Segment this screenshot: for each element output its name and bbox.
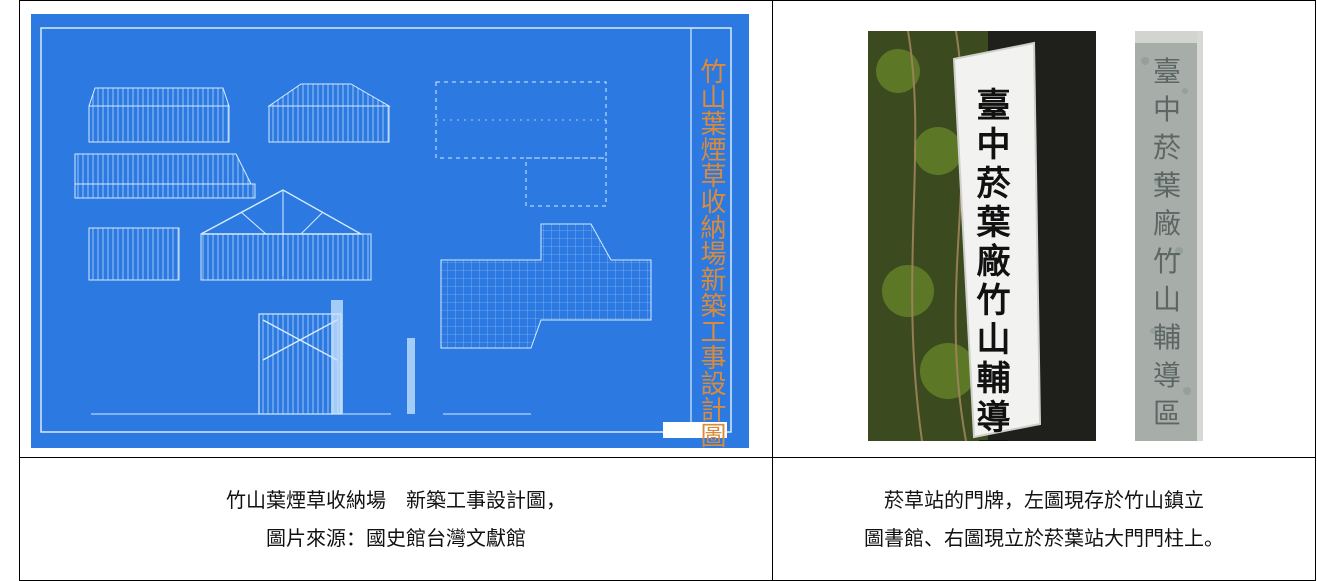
sign-caption-line-2: 圖書館、右圖現立於菸葉站大門門柱上。 [864, 526, 1224, 550]
blueprint-caption-line-2: 圖片來源：國史館台灣文獻館 [266, 526, 526, 550]
document-table-wrapper: 竹山葉煙草收納場新築工事設計圖 [19, 0, 1316, 581]
sign-caption-cell: 菸草站的門牌，左圖現存於竹山鎮立 圖書館、右圖現立於菸葉站大門門柱上。 [772, 457, 1316, 581]
blueprint-image-cell: 竹山葉煙草收納場新築工事設計圖 [19, 0, 773, 458]
blueprint-caption-cell: 竹山葉煙草收納場 新築工事設計圖， 圖片來源：國史館台灣文獻館 [19, 457, 773, 581]
image-caption-table: 竹山葉煙草收納場新築工事設計圖 [19, 0, 1316, 581]
sign-caption-line-1: 菸草站的門牌，左圖現存於竹山鎮立 [884, 488, 1204, 512]
stone-pillar-photo: 臺中菸葉廠竹山輔導區 [1135, 31, 1203, 441]
blueprint-image: 竹山葉煙草收納場新築工事設計圖 [31, 13, 749, 448]
sign-photo-illustration-icon [868, 31, 1127, 441]
blueprint-caption-line-1: 竹山葉煙草收納場 新築工事設計圖， [226, 488, 566, 512]
stone-text: 臺中菸葉廠竹山輔導區 [1152, 55, 1181, 430]
stone-pillar-icon [1135, 31, 1203, 441]
blueprint-drawing-icon: 竹山葉煙草收納場新築工事設計圖 [31, 13, 749, 448]
svg-text:竹山葉煙草收納場新築工事設計圖: 竹山葉煙草收納場新築工事設計圖 [696, 57, 726, 447]
